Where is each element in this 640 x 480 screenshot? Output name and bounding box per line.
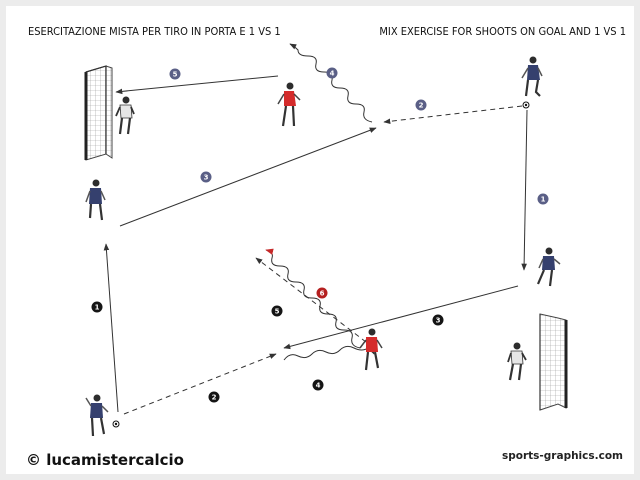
badge-bottom-5: 5: [271, 305, 283, 317]
player-bottom-left: [85, 394, 109, 437]
goalkeeper-bottom-right: [507, 342, 527, 381]
badge-top-5: 5: [169, 68, 181, 80]
ball-bottom-left: [112, 420, 120, 428]
badge-bottom-2: 2: [208, 391, 220, 403]
credit-sports-graphics: sports-graphics.com: [502, 450, 623, 462]
top-pass-3: [119, 127, 377, 227]
top-run-1: [521, 109, 528, 271]
title-english: MIX EXERCISE FOR SHOOTS ON GOAL AND 1 VS…: [379, 25, 626, 38]
top-pass-2: [383, 105, 523, 125]
badge-bottom-6-red: 6: [316, 287, 328, 299]
goal-top-left: [84, 65, 113, 161]
player-right-middle: [536, 247, 561, 287]
top-dribble-4: [289, 43, 373, 123]
svg-text:5: 5: [275, 308, 280, 316]
badge-top-1: 1: [537, 193, 549, 205]
svg-text:5: 5: [173, 71, 178, 79]
svg-text:6: 6: [320, 290, 325, 298]
top-shot-5: [115, 75, 279, 95]
player-red-top: [277, 82, 301, 127]
player-top-right: [521, 56, 543, 97]
svg-text:2: 2: [212, 394, 217, 402]
bottom-run-1: [103, 243, 119, 413]
title-italian: ESERCITAZIONE MISTA PER TIRO IN PORTA E …: [28, 25, 281, 38]
badge-bottom-1: 1: [91, 301, 103, 313]
svg-text:4: 4: [316, 382, 321, 390]
player-left-middle: [85, 179, 106, 221]
ball-top-right: [522, 101, 530, 109]
bottom-pass-2: [123, 353, 277, 415]
svg-text:2: 2: [419, 102, 424, 110]
bottom-defender-run-6: [265, 248, 361, 349]
goalkeeper-top-left: [115, 96, 135, 135]
svg-text:1: 1: [541, 196, 546, 204]
badge-top-4: 4: [326, 67, 338, 79]
badge-bottom-3: 3: [432, 314, 444, 326]
credit-lucamistercalcio: © lucamistercalcio: [26, 451, 184, 469]
svg-text:3: 3: [436, 317, 441, 325]
player-red-bottom: [359, 328, 383, 371]
bottom-dribble-4: [283, 345, 375, 361]
svg-text:4: 4: [330, 70, 335, 78]
svg-text:1: 1: [95, 304, 100, 312]
bottom-defender-run-5: [255, 257, 367, 343]
svg-text:3: 3: [204, 174, 209, 182]
badge-top-2: 2: [415, 99, 427, 111]
bottom-pass-3: [283, 285, 519, 350]
goal-bottom-right: [539, 313, 568, 411]
badge-top-3: 3: [200, 171, 212, 183]
badge-bottom-4: 4: [312, 379, 324, 391]
